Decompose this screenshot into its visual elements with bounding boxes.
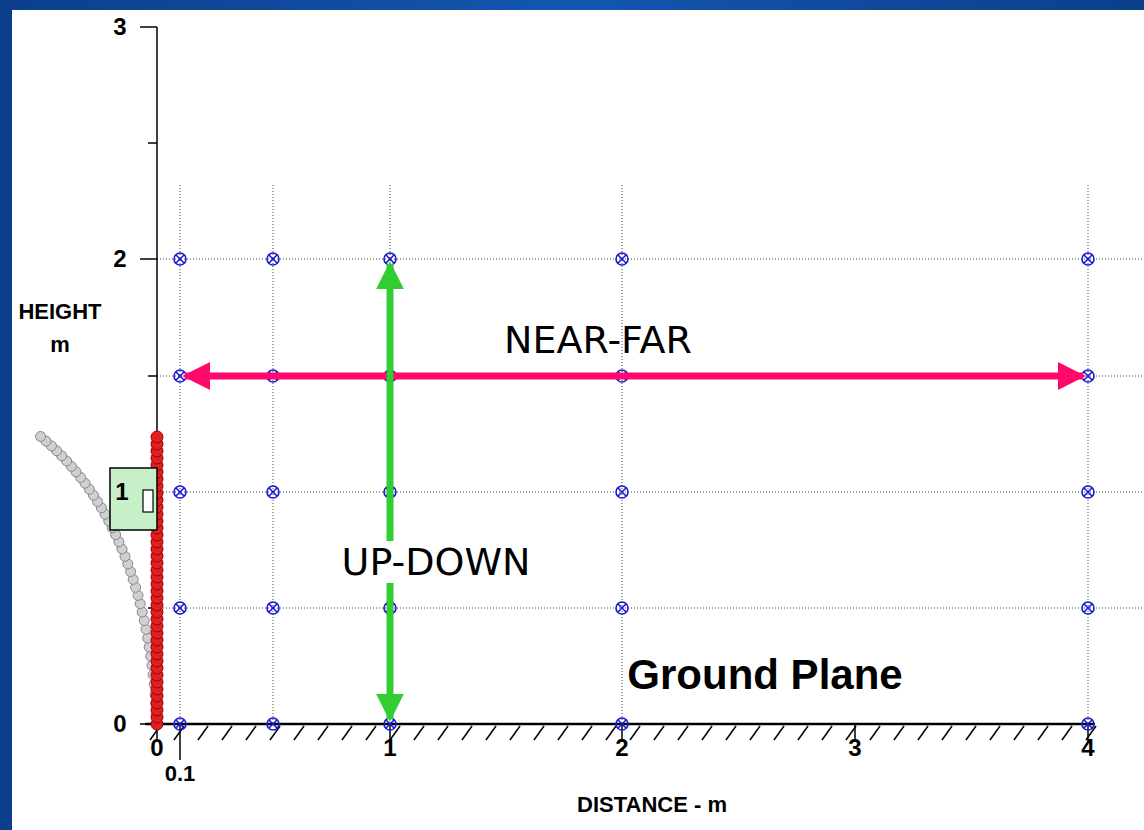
axis-tick: 0.1 bbox=[165, 763, 196, 785]
arrow-label: UP-DOWN bbox=[338, 541, 535, 583]
axis-tick: 4 bbox=[1081, 736, 1094, 760]
plot-area bbox=[12, 10, 1144, 830]
axis-title: DISTANCE - m bbox=[577, 794, 727, 816]
axis-tick: 2 bbox=[113, 247, 126, 271]
axis-tick: 3 bbox=[848, 736, 861, 760]
axis-tick: 2 bbox=[615, 736, 628, 760]
axis-tick: 3 bbox=[113, 15, 126, 39]
axis-tick: 0 bbox=[150, 736, 163, 760]
arrow-label: NEAR-FAR bbox=[504, 321, 692, 359]
region-label: Ground Plane bbox=[627, 654, 902, 696]
axis-tick: 0 bbox=[113, 712, 126, 736]
axis-tick: 1 bbox=[383, 736, 396, 760]
axis-tick: 1 bbox=[115, 480, 128, 504]
axis-title: HEIGHT bbox=[18, 301, 101, 323]
axis-unit: m bbox=[50, 334, 70, 356]
